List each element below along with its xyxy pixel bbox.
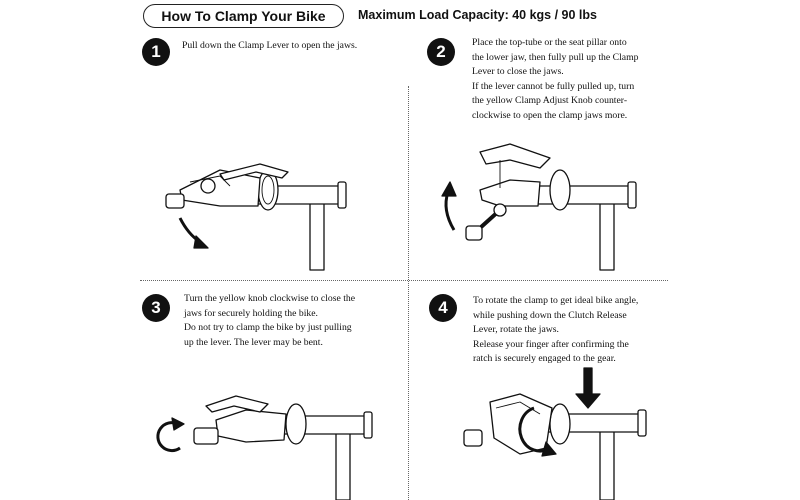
step-3-illustration: [156, 395, 373, 500]
load-capacity-text: Maximum Load Capacity: 40 kgs / 90 lbs: [358, 8, 597, 22]
step-4-line: while pushing down the Clutch Release: [473, 309, 627, 321]
step-2-text: Place the top-tube or the seat pillar on…: [472, 36, 638, 124]
step-4-line: ratch is securely engaged to the gear.: [473, 353, 616, 365]
page-title: How To Clamp Your Bike: [143, 4, 344, 28]
step-3-line: up the lever. The lever may be bent.: [184, 336, 323, 348]
step-2-line: Lever to close the jaws.: [472, 66, 564, 78]
step-4-line: Release your finger after confirming the: [473, 338, 629, 350]
step-3-line: Do not try to clamp the bike by just pul…: [184, 322, 352, 334]
step-3-line: jaws for securely holding the bike.: [184, 307, 318, 319]
step-3-badge: 3: [142, 294, 170, 322]
step-2-line: If the lever cannot be fully pulled up, …: [472, 80, 635, 92]
step-4-badge: 4: [429, 294, 457, 322]
step-1-text: Pull down the Clamp Lever to open the ja…: [182, 39, 357, 54]
step-4-line: To rotate the clamp to get ideal bike an…: [473, 295, 639, 306]
step-1-badge: 1: [142, 38, 170, 66]
step-4-illustration: [463, 367, 647, 500]
step-4-line: Lever, rotate the jaws.: [473, 324, 559, 336]
step-2-line: the yellow Clamp Adjust Knob counter-: [472, 95, 628, 107]
step-1-line: Pull down the Clamp Lever to open the ja…: [182, 40, 358, 51]
step-2-line: Place the top-tube or the seat pillar on…: [472, 37, 627, 48]
step-2-line: the lower jaw, then fully pull up the Cl…: [472, 51, 639, 63]
step-3-text: Turn the yellow knob clockwise to close …: [184, 292, 355, 350]
horizontal-divider: [140, 280, 668, 281]
step-4-text: To rotate the clamp to get ideal bike an…: [473, 294, 638, 367]
step-2-line: clockwise to open the clamp jaws more.: [472, 109, 628, 121]
step-2-illustration: [441, 143, 637, 271]
vertical-divider: [408, 86, 409, 500]
step-3-line: Turn the yellow knob clockwise to close …: [184, 293, 356, 304]
step-2-badge: 2: [427, 38, 455, 66]
step-1-illustration: [165, 163, 347, 271]
